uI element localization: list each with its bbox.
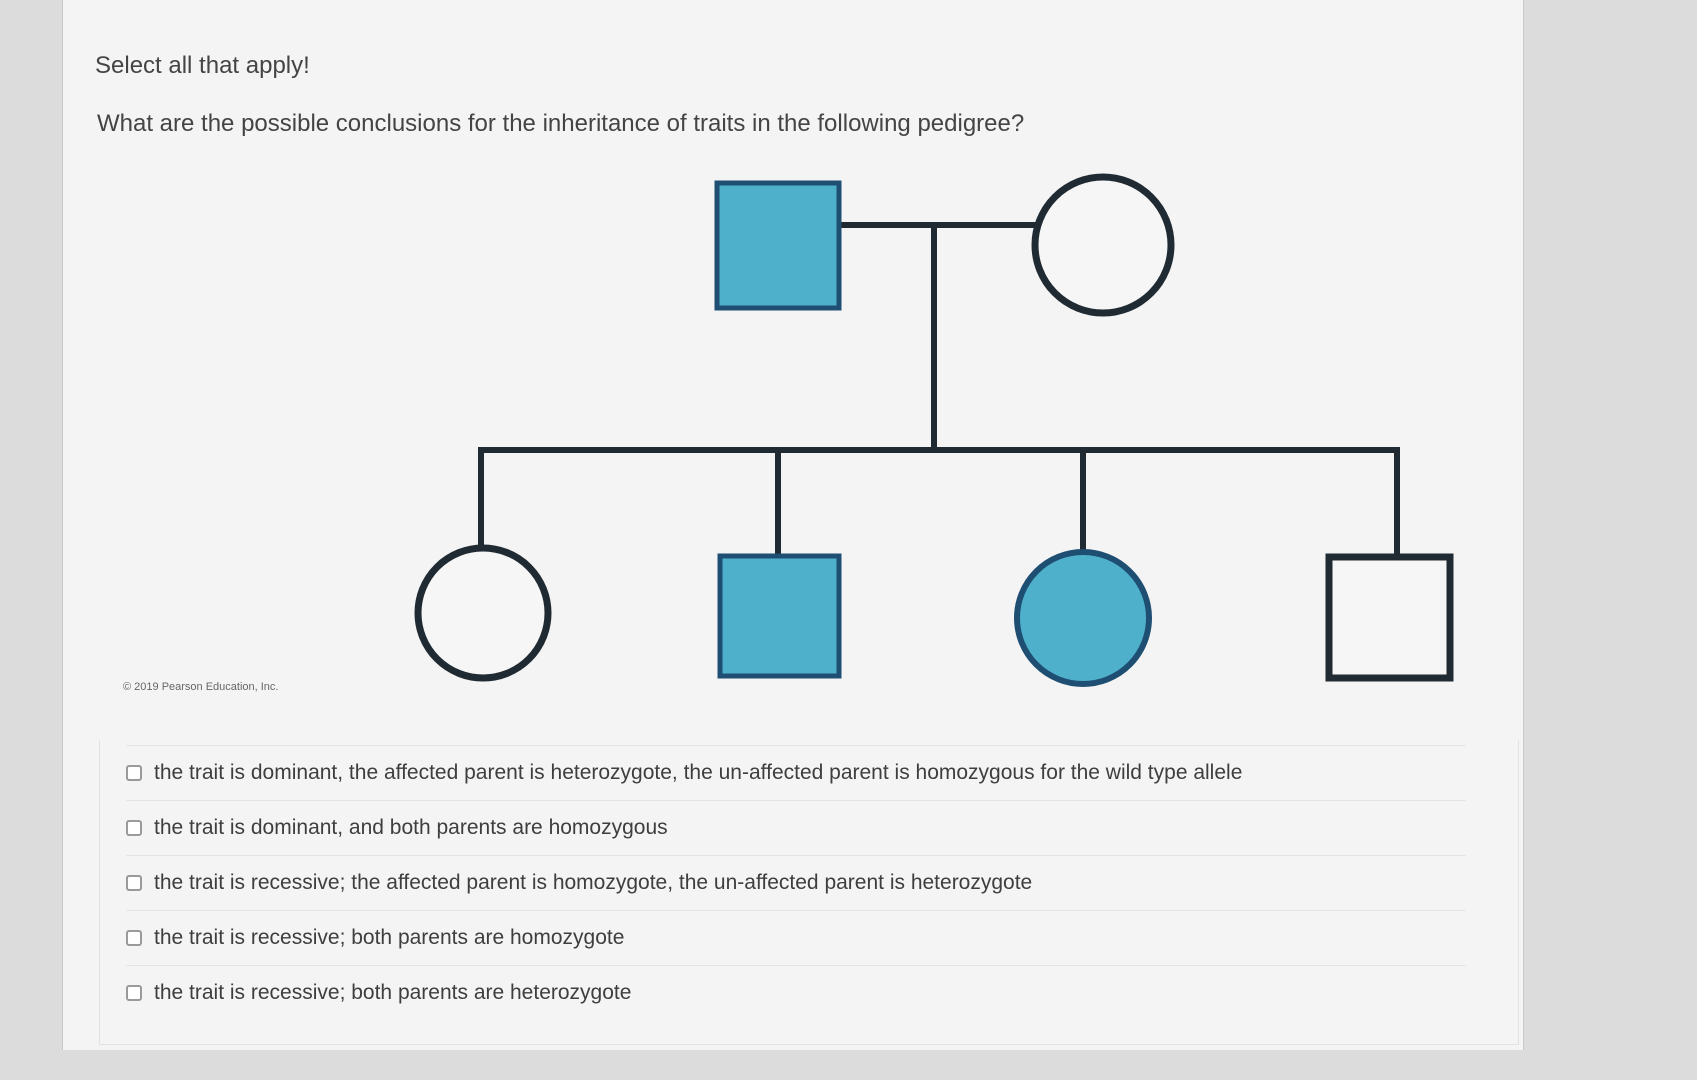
checkbox-option-4[interactable]: [126, 930, 142, 946]
instruction-text: Select all that apply!: [95, 52, 310, 79]
option-label: the trait is recessive; both parents are…: [154, 981, 632, 1004]
option-label: the trait is recessive; both parents are…: [154, 926, 625, 949]
copyright-text: © 2019 Pearson Education, Inc.: [123, 681, 279, 693]
option-label: the trait is recessive; the affected par…: [154, 871, 1033, 894]
affected-son-square: [717, 553, 842, 679]
option-1[interactable]: the trait is dominant, the affected pare…: [126, 745, 1466, 800]
option-label: the trait is dominant, the affected pare…: [154, 761, 1243, 784]
checkbox-option-1[interactable]: [126, 765, 142, 781]
affected-father-square: [714, 180, 842, 311]
checkbox-option-5[interactable]: [126, 985, 142, 1001]
option-5[interactable]: the trait is recessive; both parents are…: [126, 965, 1466, 1020]
pedigree-diagram: [414, 173, 1454, 687]
unaffected-son-square: [1325, 553, 1454, 682]
option-2[interactable]: the trait is dominant, and both parents …: [126, 800, 1466, 855]
unaffected-mother-circle: [1031, 173, 1175, 317]
answer-list: the trait is dominant, the affected pare…: [99, 740, 1519, 1045]
affected-daughter-circle: [1014, 549, 1152, 687]
option-4[interactable]: the trait is recessive; both parents are…: [126, 910, 1466, 965]
checkbox-option-3[interactable]: [126, 875, 142, 891]
question-text: What are the possible conclusions for th…: [97, 110, 1025, 137]
unaffected-daughter-circle: [414, 544, 552, 682]
checkbox-option-2[interactable]: [126, 820, 142, 836]
question-card: Select all that apply! What are the poss…: [62, 0, 1524, 1050]
option-label: the trait is dominant, and both parents …: [154, 816, 668, 839]
option-3[interactable]: the trait is recessive; the affected par…: [126, 855, 1466, 910]
